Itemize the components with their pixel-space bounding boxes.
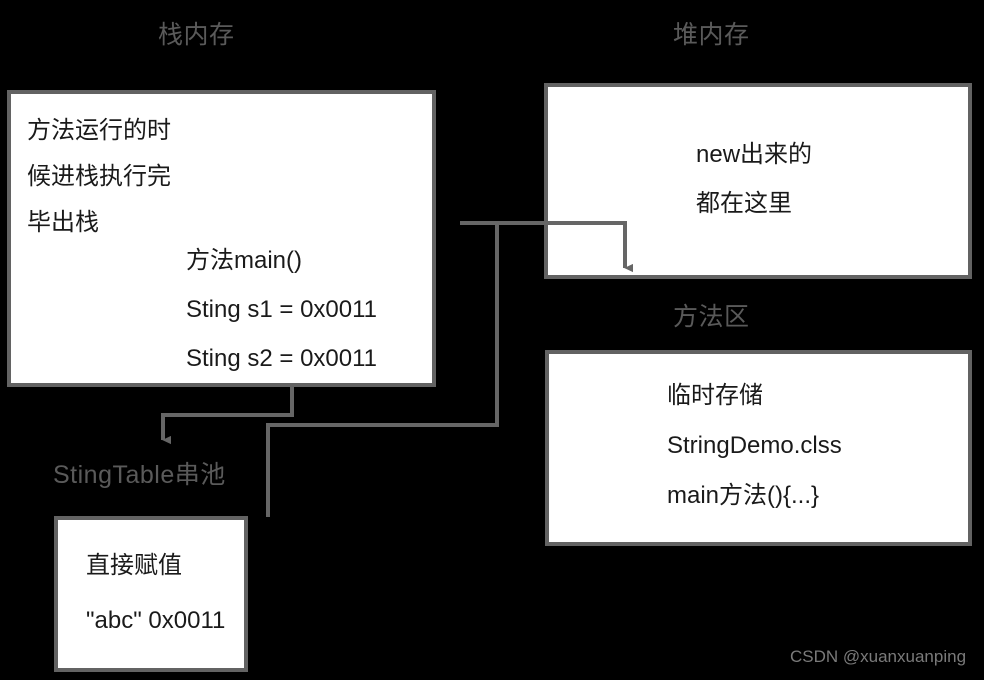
csdn-watermark: CSDN @xuanxuanping (790, 647, 967, 666)
stack-note-line-3: 毕出栈 (27, 209, 99, 236)
stack-memory-box: 方法运行的时 候进栈执行完 毕出栈 方法main() Sting s1 = 0x… (7, 90, 436, 387)
string-table-line-1: 直接赋值 (86, 552, 182, 579)
method-area-region-label: 方法区 (673, 303, 750, 331)
stack-region-label: 栈内存 (158, 21, 235, 49)
stack-note-line-2: 候进栈执行完 (27, 163, 171, 190)
heap-region-label: 堆内存 (673, 21, 750, 49)
string-table-line-2: "abc" 0x0011 (86, 607, 226, 634)
stack-frame-line-2: Sting s1 = 0x0011 (186, 296, 378, 323)
stack-frame-line-3: Sting s2 = 0x0011 (186, 345, 378, 372)
method-area-box: 临时存储 StringDemo.clss main方法(){...} (545, 350, 972, 546)
method-area-line-1: 临时存储 (667, 382, 763, 409)
method-area-line-3: main方法(){...} (667, 482, 820, 509)
connector-stack-to-string-table (161, 387, 294, 445)
method-area-line-2: StringDemo.clss (667, 432, 842, 459)
string-table-box: 直接赋值 "abc" 0x0011 (54, 516, 248, 672)
stack-frame-line-1: 方法main() (186, 247, 303, 274)
heap-line-1: new出来的 (696, 141, 813, 168)
heap-line-2: 都在这里 (696, 190, 792, 217)
stack-note-line-1: 方法运行的时 (27, 117, 171, 144)
heap-memory-box: new出来的 都在这里 (544, 83, 972, 279)
string-table-region-label: StingTable串池 (53, 461, 226, 489)
